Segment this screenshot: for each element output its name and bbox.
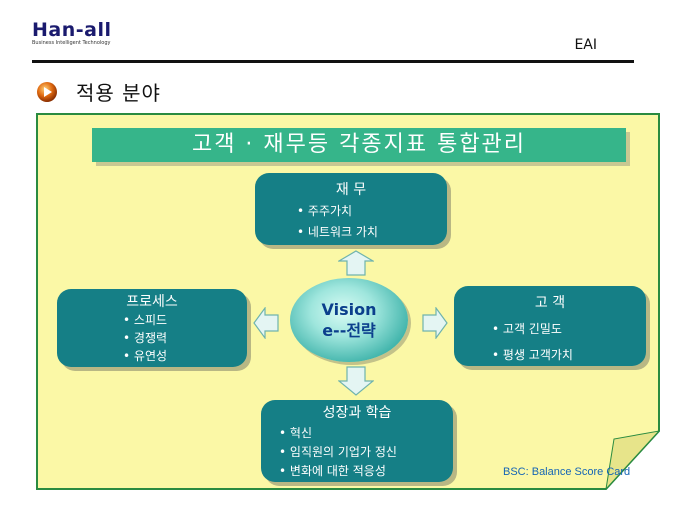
section-heading: 적용 분야 bbox=[36, 77, 161, 106]
customer-item: 평생 고객가치 bbox=[492, 342, 646, 368]
logo-tagline: Business Intelligent Technology bbox=[32, 40, 111, 46]
customer-box: 고 객 고객 긴밀도 평생 고객가치 bbox=[454, 286, 646, 366]
growth-box: 성장과 학습 혁신 임직원의 기업가 정신 변화에 대한 적응성 bbox=[261, 400, 453, 482]
finance-title: 재 무 bbox=[335, 182, 367, 198]
process-item: 스피드 bbox=[123, 311, 247, 329]
finance-item: 주주가치 bbox=[297, 201, 447, 222]
diagram-board: 고객 · 재무등 각종지표 통합관리 재 무 주주가치 네트워크 가치 프로세스… bbox=[36, 113, 660, 490]
company-logo: Han-all Business Intelligent Technology bbox=[32, 20, 111, 46]
orange-ball-arrow-icon bbox=[37, 81, 57, 102]
logo-text: Han-all bbox=[32, 19, 112, 41]
growth-item: 변화에 대한 적응성 bbox=[279, 462, 453, 481]
section-title: 적용 분야 bbox=[76, 81, 161, 105]
header-code: EAI bbox=[574, 37, 597, 53]
bsc-note: BSC: Balance Score Card bbox=[503, 466, 631, 478]
process-item: 유연성 bbox=[123, 347, 247, 365]
customer-item: 고객 긴밀도 bbox=[492, 316, 646, 342]
arrow-left-icon bbox=[253, 307, 279, 339]
growth-item: 혁신 bbox=[279, 424, 453, 443]
diagram-banner: 고객 · 재무등 각종지표 통합관리 bbox=[92, 128, 626, 162]
header-divider bbox=[32, 60, 634, 63]
vision-ellipse: Vision e--전략 bbox=[290, 278, 408, 362]
customer-title: 고 객 bbox=[534, 295, 566, 311]
arrow-right-icon bbox=[422, 307, 448, 339]
finance-item: 네트워크 가치 bbox=[297, 222, 447, 243]
vision-label: Vision bbox=[321, 300, 377, 319]
growth-item: 임직원의 기업가 정신 bbox=[279, 443, 453, 462]
process-item: 경쟁력 bbox=[123, 329, 247, 347]
process-box: 프로세스 스피드 경쟁력 유연성 bbox=[57, 289, 247, 367]
arrow-down-icon bbox=[338, 366, 374, 396]
process-title: 프로세스 bbox=[126, 294, 178, 310]
strategy-label: e--전략 bbox=[322, 321, 376, 340]
growth-title: 성장과 학습 bbox=[322, 405, 392, 421]
finance-box: 재 무 주주가치 네트워크 가치 bbox=[255, 173, 447, 245]
arrow-up-icon bbox=[338, 250, 374, 276]
